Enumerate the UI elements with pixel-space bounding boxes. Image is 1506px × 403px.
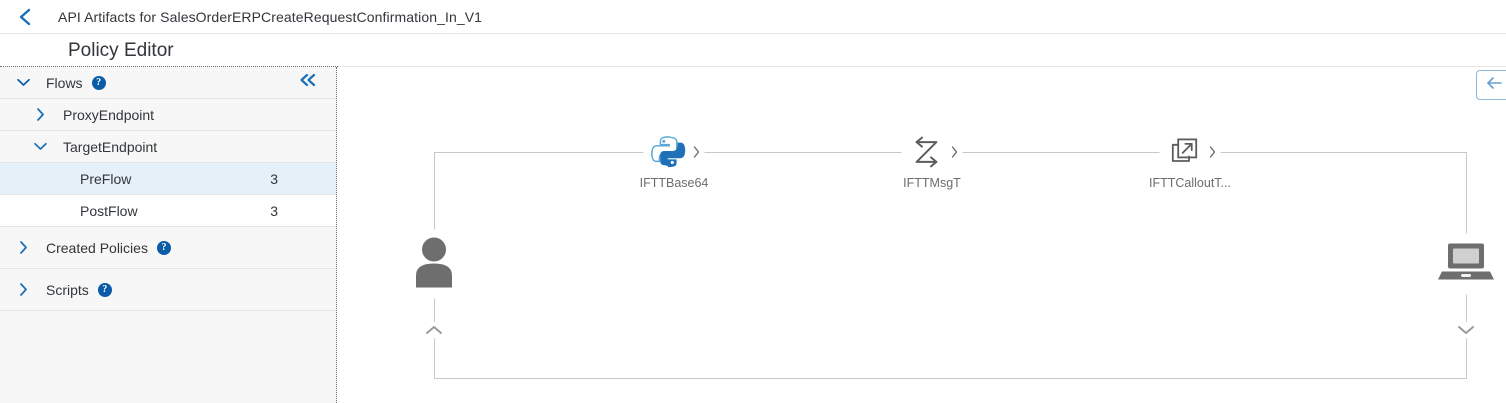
- node-separator-chevron-right-icon: [693, 145, 701, 159]
- sidebar-item-label: PostFlow: [80, 202, 138, 219]
- help-icon[interactable]: ?: [156, 240, 171, 255]
- flow-direction-down-bottom: [1455, 322, 1477, 338]
- chevron-down-icon[interactable]: [29, 136, 51, 158]
- policy-node-3-label: IFTTCalloutT...: [1149, 176, 1231, 190]
- arrow-left-icon: [1485, 76, 1503, 95]
- policy-count: 3: [270, 170, 278, 187]
- sidebar-item-created-policies[interactable]: Created Policies ?: [0, 227, 336, 269]
- help-icon[interactable]: ?: [91, 75, 106, 90]
- policy-node-1[interactable]: [643, 131, 705, 173]
- node-separator-chevron-right-icon: [1209, 145, 1217, 159]
- sidebar-item-scripts[interactable]: Scripts ?: [0, 269, 336, 311]
- chevron-right-icon[interactable]: [29, 104, 51, 126]
- person-icon: [413, 236, 455, 293]
- python-logo-icon[interactable]: [648, 131, 690, 173]
- page-title-bar: Policy Editor: [0, 34, 1506, 67]
- laptop-icon: [1438, 240, 1494, 289]
- sidebar-item-label: TargetEndpoint: [63, 138, 158, 155]
- sidebar-item-preflow[interactable]: PreFlow 3: [0, 163, 336, 195]
- sidebar-item-postflow[interactable]: PostFlow 3: [0, 195, 336, 227]
- sidebar-item-proxyendpoint[interactable]: ProxyEndpoint: [0, 99, 336, 131]
- chevron-left-icon: [18, 8, 32, 26]
- sidebar-item-label: PreFlow: [80, 170, 132, 187]
- sidebar-item-label: Flows: [46, 74, 83, 91]
- double-chevron-left-icon: [299, 73, 317, 92]
- page-title: Policy Editor: [68, 39, 174, 61]
- flow-canvas: IFTTBase64 IFTTMsgT: [337, 67, 1506, 403]
- breadcrumb: API Artifacts for SalesOrderERPCreateReq…: [58, 8, 483, 25]
- flow-direction-up-bottom: [423, 322, 445, 338]
- sidebar-collapse-button[interactable]: [296, 71, 320, 95]
- client-actor[interactable]: [409, 229, 459, 299]
- content-area: Flows ? ProxyEndpoint: [0, 67, 1506, 403]
- back-button[interactable]: [10, 2, 40, 32]
- chevron-right-icon[interactable]: [12, 279, 34, 301]
- policy-node-2-label: IFTTMsgT: [903, 176, 961, 190]
- sidebar-item-label: Created Policies: [46, 239, 148, 256]
- sidebar-item-targetendpoint[interactable]: TargetEndpoint: [0, 131, 336, 163]
- reset-view-button[interactable]: [1476, 70, 1506, 100]
- title-dotted-divider: [0, 66, 338, 68]
- sidebar-item-label: Scripts: [46, 281, 89, 298]
- policy-count: 3: [270, 202, 278, 219]
- flow-line-bottom: [434, 378, 1466, 379]
- top-breadcrumb-bar: API Artifacts for SalesOrderERPCreateReq…: [0, 0, 1506, 34]
- help-icon[interactable]: ?: [97, 282, 112, 297]
- chevron-down-icon[interactable]: [12, 72, 34, 94]
- policy-node-2[interactable]: [901, 131, 963, 173]
- message-transform-z-icon[interactable]: [906, 131, 948, 173]
- sidebar-item-label: ProxyEndpoint: [63, 106, 155, 123]
- backend-actor[interactable]: [1434, 233, 1498, 295]
- service-callout-icon[interactable]: [1164, 131, 1206, 173]
- node-separator-chevron-right-icon: [951, 145, 959, 159]
- sidebar-item-flows[interactable]: Flows ?: [0, 67, 336, 99]
- title-solid-divider: [338, 66, 1506, 67]
- policy-node-1-label: IFTTBase64: [639, 176, 709, 190]
- chevron-right-icon[interactable]: [12, 237, 34, 259]
- flows-sidebar: Flows ? ProxyEndpoint: [0, 67, 337, 403]
- policy-node-3[interactable]: [1159, 131, 1221, 173]
